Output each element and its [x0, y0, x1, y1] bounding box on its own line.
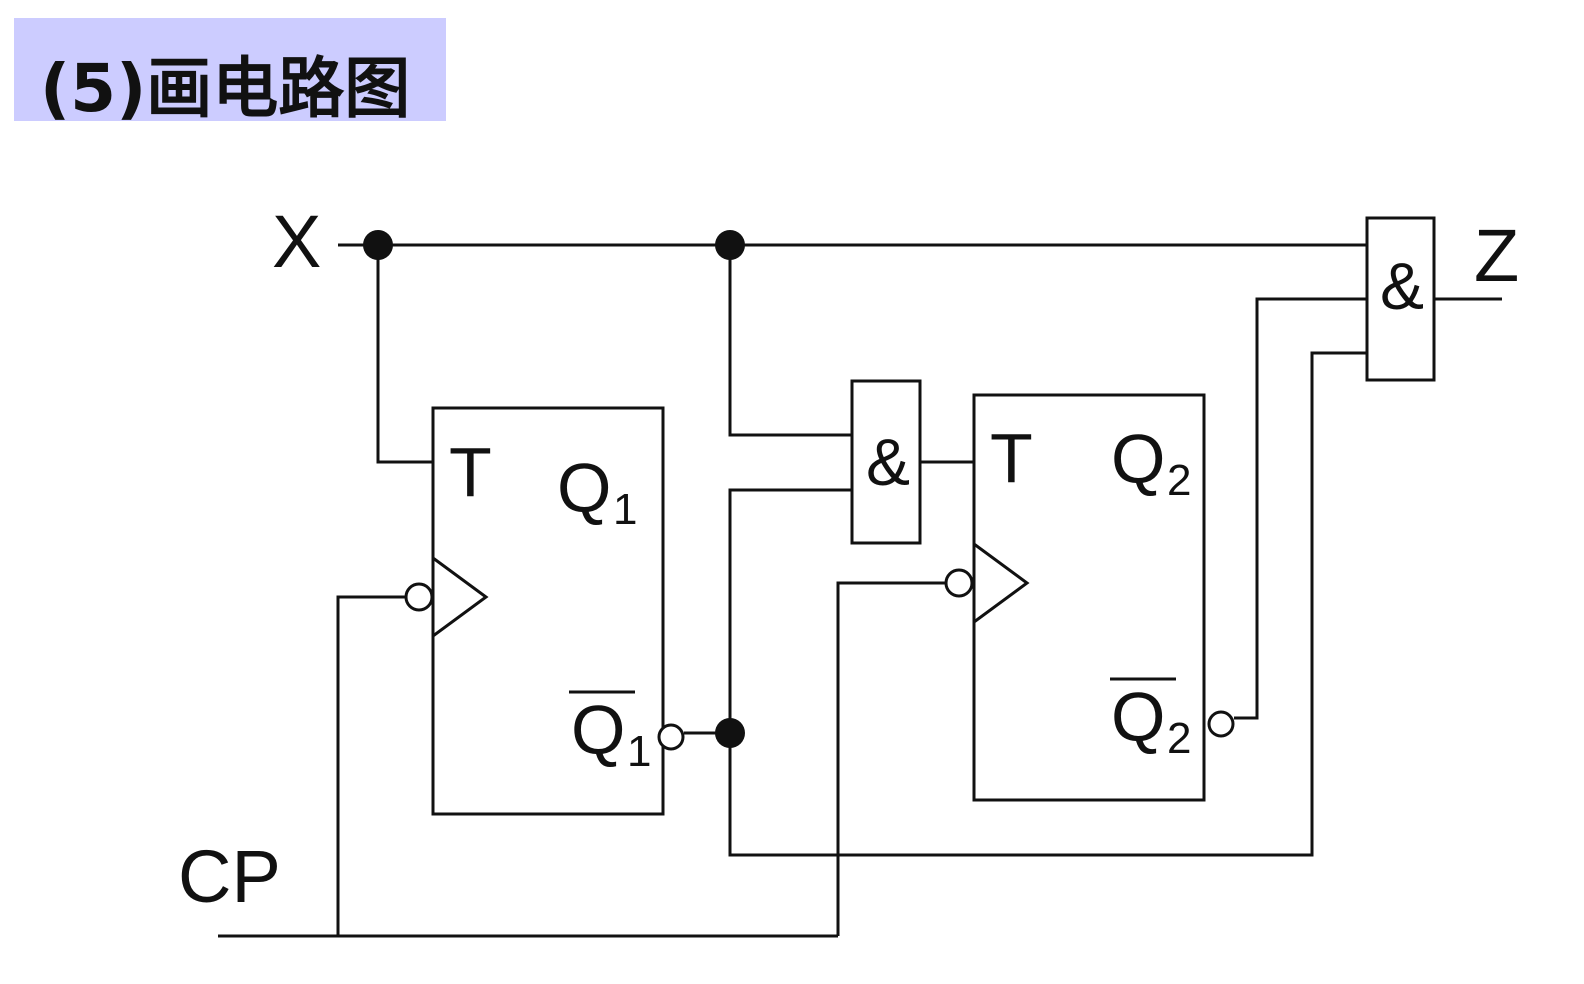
- signal-label-z: Z: [1474, 214, 1519, 297]
- ff1-qbar-label: Q: [571, 691, 625, 769]
- signal-label-x: X: [272, 200, 321, 283]
- and-gate-middle-symbol: &: [866, 425, 910, 499]
- title-banner: (5)画电路图: [14, 18, 446, 127]
- wire-q1bar-to-and-middle: [728, 351, 1367, 857]
- ff1-body: [431, 406, 665, 816]
- ff2-qbar-bubble: [1207, 710, 1235, 738]
- wire-cp-to-ff1-clk: [336, 595, 406, 936]
- wire-x-to-and-middle: [728, 245, 852, 437]
- ff2-qbar-label: Q: [1111, 678, 1165, 756]
- ff1-clock-bubble: [404, 582, 434, 612]
- and-gate-output-symbol: &: [1380, 249, 1424, 323]
- ff2-clock-bubble: [944, 568, 974, 598]
- wire-x-to-ff1-t: [376, 245, 433, 464]
- ff2-q-label: Q: [1111, 420, 1165, 498]
- ff2-q-subscript: 2: [1167, 456, 1191, 505]
- wire-q2bar-to-and-output: [1234, 297, 1367, 720]
- ff1-clock-triangle: [432, 556, 489, 638]
- ff1-q-label: Q: [557, 449, 611, 527]
- and-gate-middle: [850, 379, 922, 545]
- wire-cp-to-ff2-clk: [836, 581, 946, 936]
- ff2-qbar-subscript: 2: [1167, 714, 1191, 763]
- junction-dot: [363, 230, 393, 260]
- page-title: (5)画电路图: [40, 50, 411, 127]
- junction-dot: [715, 718, 745, 748]
- ff1-qbar-subscript: 1: [627, 727, 651, 776]
- ff1-q-subscript: 1: [613, 485, 637, 534]
- ff2-clock-triangle: [973, 542, 1030, 624]
- ff1-t-label: T: [449, 433, 492, 511]
- ff1-qbar-bubble: [657, 723, 685, 751]
- ff2-t-label: T: [990, 419, 1033, 497]
- signal-label-cp: CP: [178, 835, 281, 918]
- junction-dot: [715, 230, 745, 260]
- and-gate-output: [1365, 216, 1436, 382]
- ff2-body: [972, 393, 1206, 802]
